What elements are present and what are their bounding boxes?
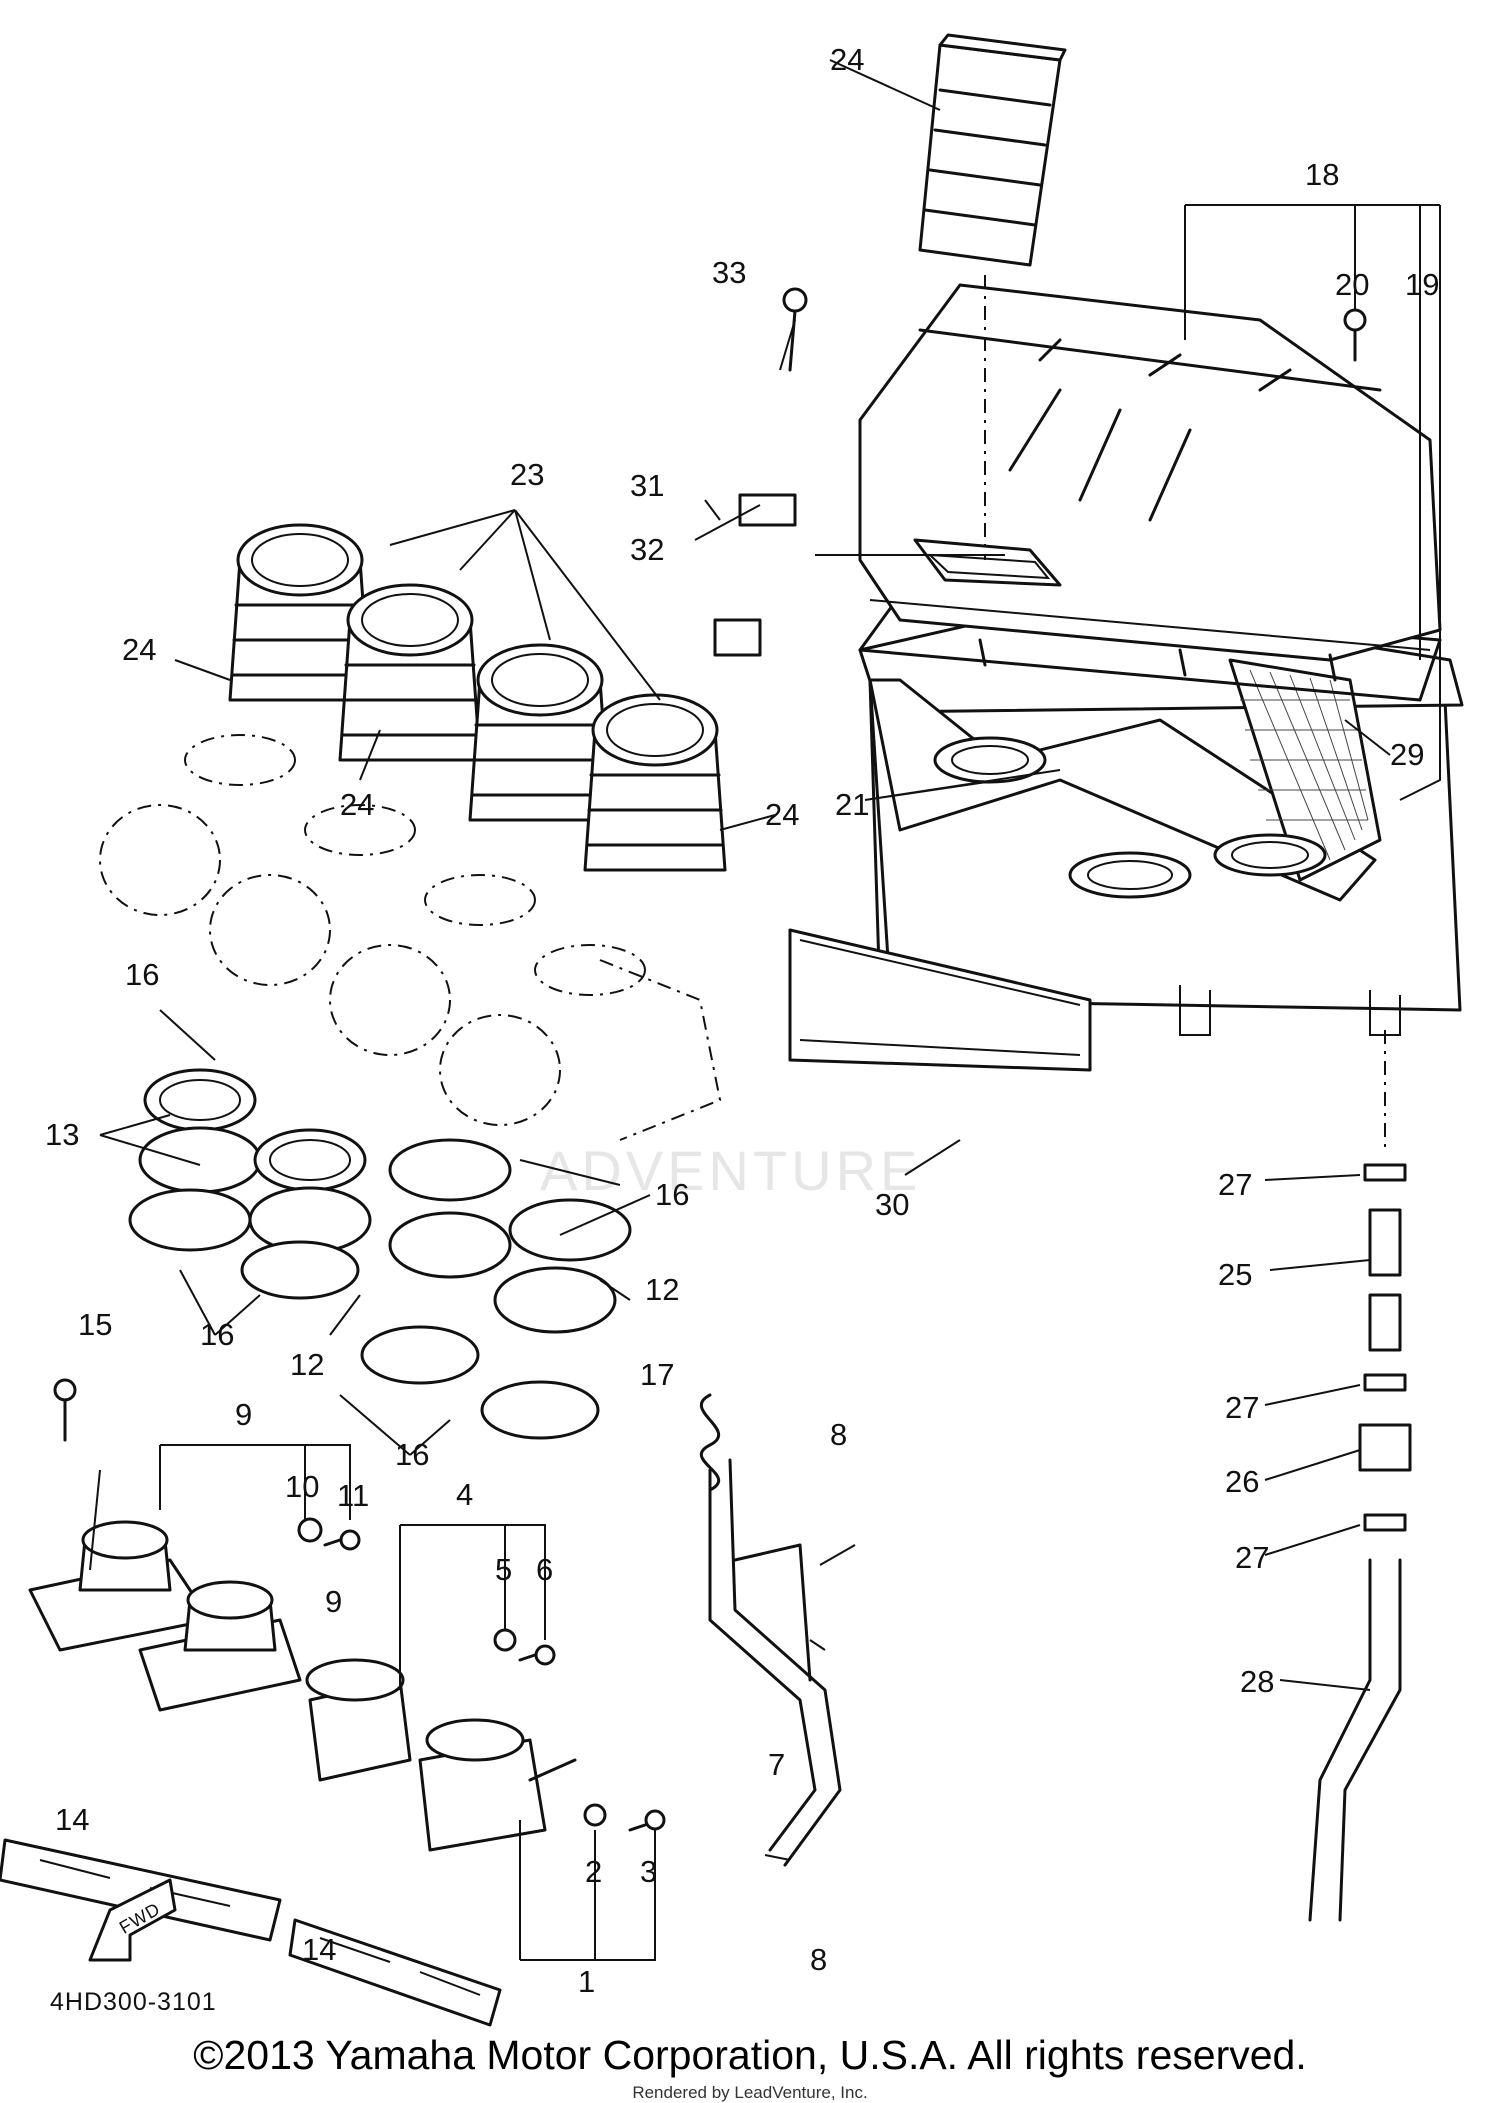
copyright-notice: ©2013 Yamaha Motor Corporation, U.S.A. A…: [193, 2032, 1307, 2078]
label-9b: 9: [325, 1584, 342, 1619]
air-filter-case: [858, 283, 1464, 1036]
label-22: 24: [830, 42, 864, 77]
label-15: 15: [78, 1307, 112, 1342]
label-2: 2: [585, 1854, 602, 1889]
label-28: 28: [1240, 1664, 1274, 1699]
label-3: 3: [640, 1854, 657, 1889]
label-24a: 24: [122, 632, 156, 667]
label-21: 21: [835, 787, 869, 822]
watermark: ADVENTURE: [540, 1139, 921, 1202]
label-7: 7: [768, 1747, 785, 1782]
label-13: 13: [45, 1117, 79, 1152]
label-8b: 8: [810, 1942, 827, 1977]
label-26: 26: [1225, 1464, 1259, 1499]
label-8a: 8: [830, 1417, 847, 1452]
label-10: 10: [285, 1469, 319, 1504]
label-30: 30: [875, 1187, 909, 1222]
label-32: 32: [630, 532, 664, 567]
label-14b: 14: [302, 1932, 336, 1967]
drawing-code: 4HD300-3101: [50, 1988, 217, 2016]
label-6: 6: [536, 1552, 553, 1587]
label-19: 19: [1405, 267, 1439, 302]
label-18: 18: [1305, 157, 1339, 192]
part-labels: 24 18 20 19 33 31 32 23 24 24 24 21 29 3…: [45, 42, 1439, 2016]
label-4: 4: [456, 1477, 473, 1512]
label-33: 33: [712, 255, 746, 290]
label-17: 17: [640, 1357, 674, 1392]
label-24b: 24: [340, 787, 374, 822]
label-16d: 16: [395, 1437, 429, 1472]
label-25: 25: [1218, 1257, 1252, 1292]
label-16a: 16: [125, 957, 159, 992]
label-27c: 27: [1235, 1540, 1269, 1575]
label-27b: 27: [1225, 1390, 1259, 1425]
label-24c: 24: [765, 797, 799, 832]
label-1: 1: [578, 1964, 595, 1999]
label-5: 5: [495, 1552, 512, 1587]
label-9a: 9: [235, 1397, 252, 1432]
duct-hose-30: [788, 928, 1092, 1072]
label-12b: 12: [290, 1347, 324, 1382]
intake-duct: [918, 33, 1067, 560]
label-31: 31: [630, 468, 664, 503]
leader-lines: [89, 59, 1441, 1961]
label-29: 29: [1390, 737, 1424, 772]
label-14a: 14: [55, 1802, 89, 1837]
label-12a: 12: [645, 1272, 679, 1307]
rendered-by-notice: Rendered by LeadVenture, Inc.: [632, 2083, 868, 2102]
label-16c: 16: [200, 1317, 234, 1352]
drain-assembly: [1308, 1030, 1412, 1922]
breather-hose-7: [708, 1468, 817, 1852]
carburetor-assembly: [0, 287, 1367, 2027]
label-27a: 27: [1218, 1167, 1252, 1202]
label-20: 20: [1335, 267, 1369, 302]
label-11: 11: [337, 1478, 369, 1513]
fwd-arrow-icon: [88, 1878, 177, 1962]
label-23: 23: [510, 457, 544, 492]
label-16b: 16: [655, 1177, 689, 1212]
